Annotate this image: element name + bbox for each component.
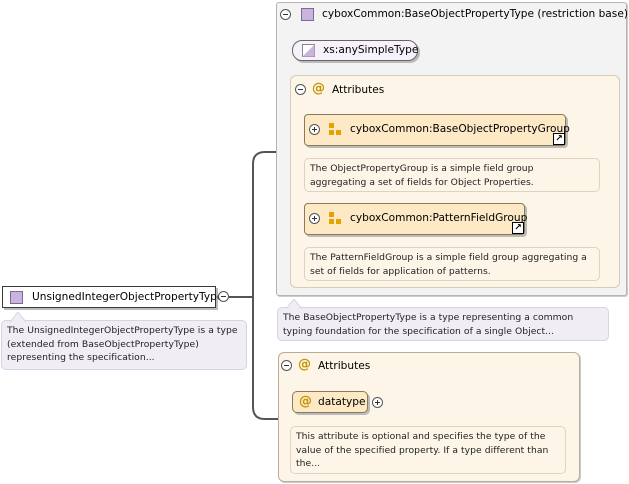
- attribute-group-doc: The PatternFieldGroup is a simple field …: [304, 247, 600, 281]
- attribute-group-icon: [329, 212, 342, 225]
- reference-link-icon[interactable]: ↗: [512, 222, 524, 234]
- attribute-group-box[interactable]: cyboxCommon:BaseObjectPropertyGroup ↗: [304, 114, 570, 146]
- attribute-datatype-name: datatype: [318, 396, 366, 408]
- root-doc-text: The UnsignedIntegerObjectPropertyType is…: [7, 325, 238, 364]
- ext-attributes-label: Attributes: [318, 360, 371, 372]
- reference-link-icon[interactable]: ↗: [553, 133, 565, 145]
- attribute-group-name: cyboxCommon:PatternFieldGroup: [350, 212, 528, 224]
- attribute-datatype-doc: This attribute is optional and specifies…: [290, 426, 566, 474]
- attribute-group-box[interactable]: cyboxCommon:PatternFieldGroup ↗: [304, 203, 528, 235]
- expand-icon[interactable]: [372, 397, 383, 408]
- simple-type-box[interactable]: xs:anySimpleType: [292, 40, 418, 61]
- root-doc-callout: The UnsignedIntegerObjectPropertyType is…: [1, 312, 247, 370]
- attribute-at-icon: @: [312, 81, 325, 96]
- expand-icon[interactable]: [309, 213, 320, 224]
- collapse-icon[interactable]: [295, 84, 306, 95]
- expand-icon[interactable]: [309, 124, 320, 135]
- collapse-icon[interactable]: [281, 360, 292, 371]
- collapse-icon[interactable]: [280, 9, 291, 20]
- complex-type-icon: [301, 8, 314, 21]
- base-type-doc-callout: The BaseObjectPropertyType is a type rep…: [277, 299, 609, 341]
- attribute-at-icon: @: [299, 394, 312, 409]
- complex-type-icon: [10, 291, 23, 304]
- attribute-group-name: cyboxCommon:BaseObjectPropertyGroup: [350, 123, 570, 135]
- attribute-datatype-box[interactable]: @ datatype: [292, 391, 368, 413]
- root-type-name: UnsignedIntegerObjectPropertyType: [32, 291, 224, 303]
- simple-type-icon: [302, 44, 315, 57]
- root-type-box[interactable]: UnsignedIntegerObjectPropertyType: [2, 286, 223, 308]
- base-type-title: cyboxCommon:BaseObjectPropertyType (rest…: [322, 8, 628, 20]
- attribute-group-doc: The ObjectPropertyGroup is a simple fiel…: [304, 158, 600, 192]
- base-attributes-label: Attributes: [332, 84, 385, 96]
- collapse-icon[interactable]: [218, 291, 229, 302]
- simple-type-name: xs:anySimpleType: [323, 44, 419, 56]
- attribute-at-icon: @: [298, 357, 311, 372]
- attribute-group-icon: [329, 123, 342, 136]
